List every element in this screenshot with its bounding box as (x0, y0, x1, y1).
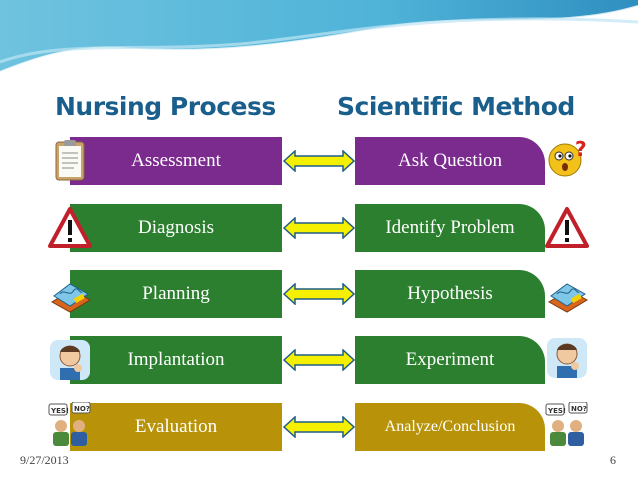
thinking-man-icon (547, 338, 587, 378)
diagnosis-box: Diagnosis (70, 204, 282, 252)
svg-text:YES!: YES! (547, 407, 566, 415)
planning-box: Planning (70, 270, 282, 318)
double-arrow-icon (283, 416, 355, 438)
yes-no-people-icon: YES! NO? (48, 402, 91, 446)
evaluation-box: Evaluation (70, 403, 282, 451)
implantation-box: Implantation (70, 336, 282, 384)
svg-text:NO?: NO? (74, 405, 90, 413)
svg-text:YES!: YES! (50, 407, 69, 415)
assessment-box: Assessment (70, 137, 282, 185)
scientific-method-heading: Scientific Method (337, 92, 575, 121)
page-number: 6 (610, 453, 616, 467)
double-arrow-icon (283, 150, 355, 172)
plan-book-icon (548, 283, 588, 313)
question-face-icon: ? (548, 137, 587, 177)
analyze-conclusion-box: Analyze/Conclusion (355, 403, 545, 451)
hypothesis-box: Hypothesis (355, 270, 545, 318)
yes-no-people-icon: YES! NO? (545, 402, 588, 446)
svg-text:NO?: NO? (571, 405, 587, 413)
double-arrow-icon (283, 283, 355, 305)
nursing-process-heading: Nursing Process (55, 92, 276, 121)
ask-question-box: Ask Question (355, 137, 545, 185)
clipboard-icon (55, 140, 85, 181)
warning-sign-icon (48, 207, 92, 248)
warning-sign-icon (545, 207, 589, 248)
plan-book-icon (51, 283, 91, 313)
header-wave-decoration (0, 0, 638, 73)
experiment-box: Experiment (355, 336, 545, 384)
thinking-man-icon (50, 340, 90, 380)
identify-problem-box: Identify Problem (355, 204, 545, 252)
double-arrow-icon (283, 349, 355, 371)
footer-date: 9/27/2013 (20, 453, 69, 467)
double-arrow-icon (283, 217, 355, 239)
svg-text:?: ? (575, 137, 587, 161)
